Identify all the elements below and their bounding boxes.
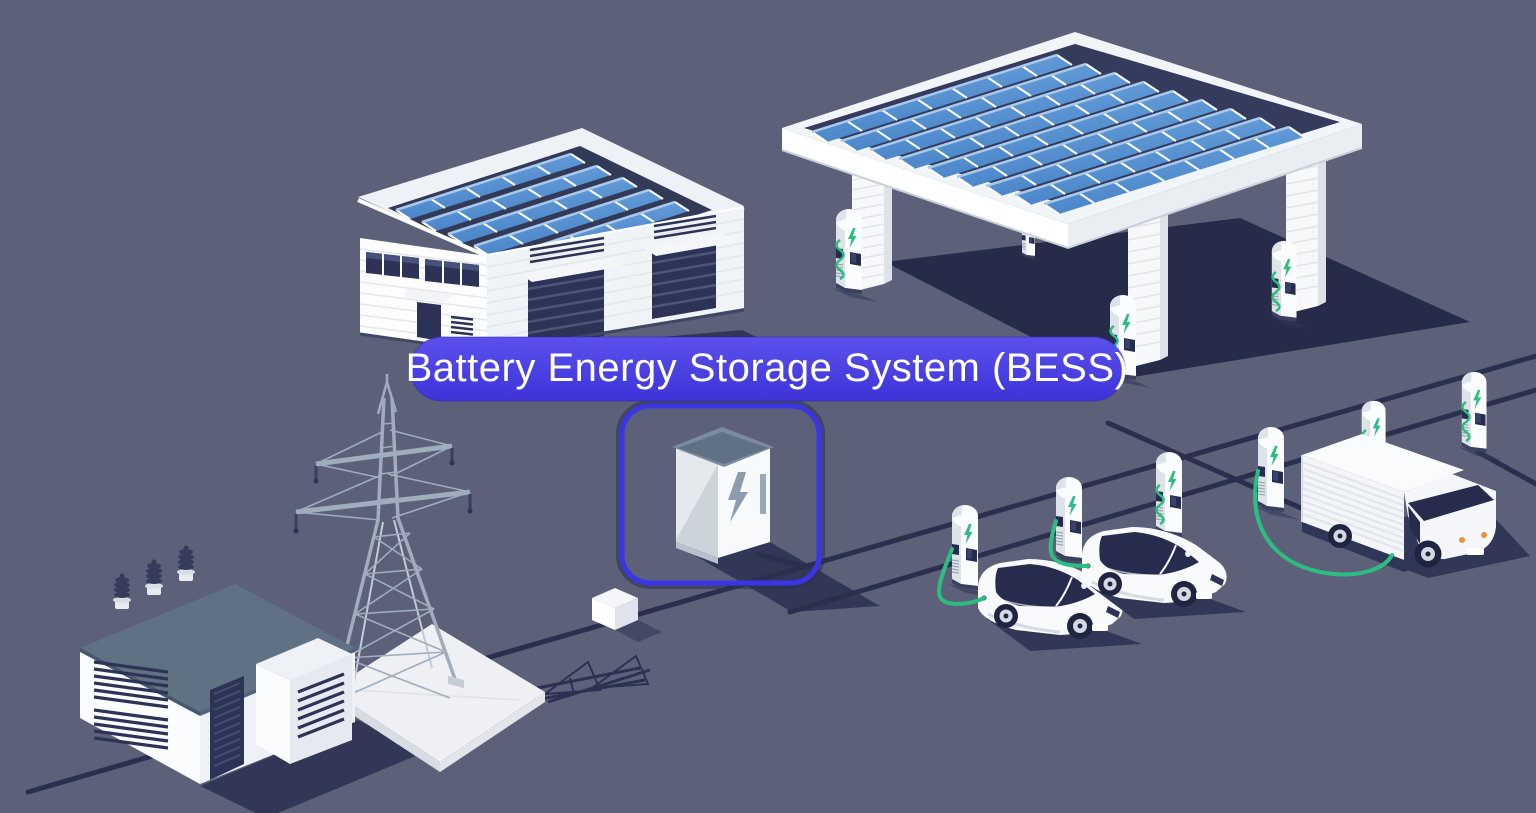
bess-label-text: Battery Energy Storage System (BESS) [406, 346, 1129, 390]
wall-vent [653, 214, 717, 240]
battery-front-face [718, 448, 770, 558]
building-door [417, 302, 441, 341]
battery-shadow [682, 542, 880, 612]
charging-cable-car-1 [937, 547, 986, 607]
wall-vent [529, 236, 605, 264]
battery-storage-unit [672, 427, 774, 564]
door-awning [402, 289, 453, 302]
charging-cable-truck [1253, 469, 1394, 577]
transformer-insulator [177, 545, 195, 581]
factory-building [357, 128, 745, 354]
truck-box-top [1302, 434, 1464, 492]
roller-door-awning [644, 234, 736, 256]
electric-truck [1301, 434, 1496, 572]
truck-windshield [1408, 485, 1494, 521]
carport-pillars [851, 156, 1326, 368]
canopy-edge-right [1068, 124, 1362, 248]
roller-door-awning [520, 258, 624, 282]
battery-highlight-frame [616, 400, 825, 589]
charging-cable-car-2 [1048, 519, 1090, 568]
wall-vent [450, 315, 474, 336]
aux-cabinet-vents [297, 672, 345, 739]
truck-plate [1466, 548, 1484, 555]
transformer-insulator [113, 573, 131, 609]
transformer-insulator [145, 559, 163, 595]
battery-bolt-icon [728, 472, 748, 522]
canopy-edge-left [782, 128, 1068, 248]
transformer-station [80, 545, 355, 784]
cable-battery-branch [754, 551, 809, 570]
junction-box [592, 588, 662, 642]
pylon-insulators [293, 448, 473, 534]
battery-top [678, 432, 768, 464]
bess-label-pill: Battery Energy Storage System (BESS) [406, 336, 1129, 402]
truck-side-window [1408, 506, 1420, 544]
transformer-vents [93, 660, 169, 750]
battery-handle [760, 474, 766, 514]
truck-marker-light [1459, 537, 1465, 543]
truck-marker-light [1481, 532, 1487, 538]
aux-cabinet [256, 638, 352, 680]
transformer-shadow [200, 720, 425, 813]
transformer-roof [80, 584, 355, 712]
solar-carport [781, 32, 1363, 389]
charging-cables [937, 469, 1394, 607]
